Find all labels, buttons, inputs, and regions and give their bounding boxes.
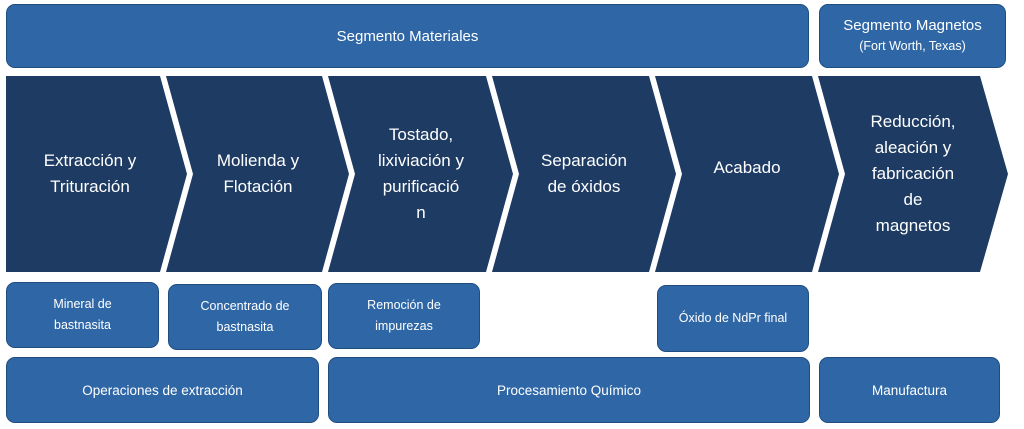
stage-label-5: Acabado bbox=[713, 158, 781, 177]
segment-materials-label: Segmento Materiales bbox=[336, 27, 479, 45]
product-box-5: Óxido de NdPr final bbox=[657, 285, 809, 352]
chevron-stage-1 bbox=[6, 76, 187, 272]
chevron-stage-2 bbox=[166, 76, 349, 272]
product-box-3: Remoción de impurezas bbox=[328, 283, 480, 349]
segment-magnets-location: (Fort Worth, Texas) bbox=[859, 39, 966, 53]
operations-chemical: Procesamiento Químico bbox=[328, 357, 810, 423]
product-box-2: Concentrado de bastnasita bbox=[168, 284, 322, 350]
chevron-stage-5 bbox=[655, 76, 839, 272]
segment-magnets: Segmento Magnetos (Fort Worth, Texas) bbox=[819, 4, 1006, 68]
operations-extraction: Operaciones de extracción bbox=[6, 357, 319, 423]
product-box-1: Mineral de bastnasita bbox=[6, 282, 159, 348]
operations-manufacturing: Manufactura bbox=[819, 357, 1000, 423]
segment-magnets-title: Segmento Magnetos bbox=[843, 17, 982, 34]
chevron-stage-6 bbox=[818, 76, 1008, 272]
chevron-stage-3 bbox=[328, 76, 513, 272]
segment-materials: Segmento Materiales bbox=[6, 4, 809, 68]
chevron-stage-4 bbox=[492, 76, 676, 272]
